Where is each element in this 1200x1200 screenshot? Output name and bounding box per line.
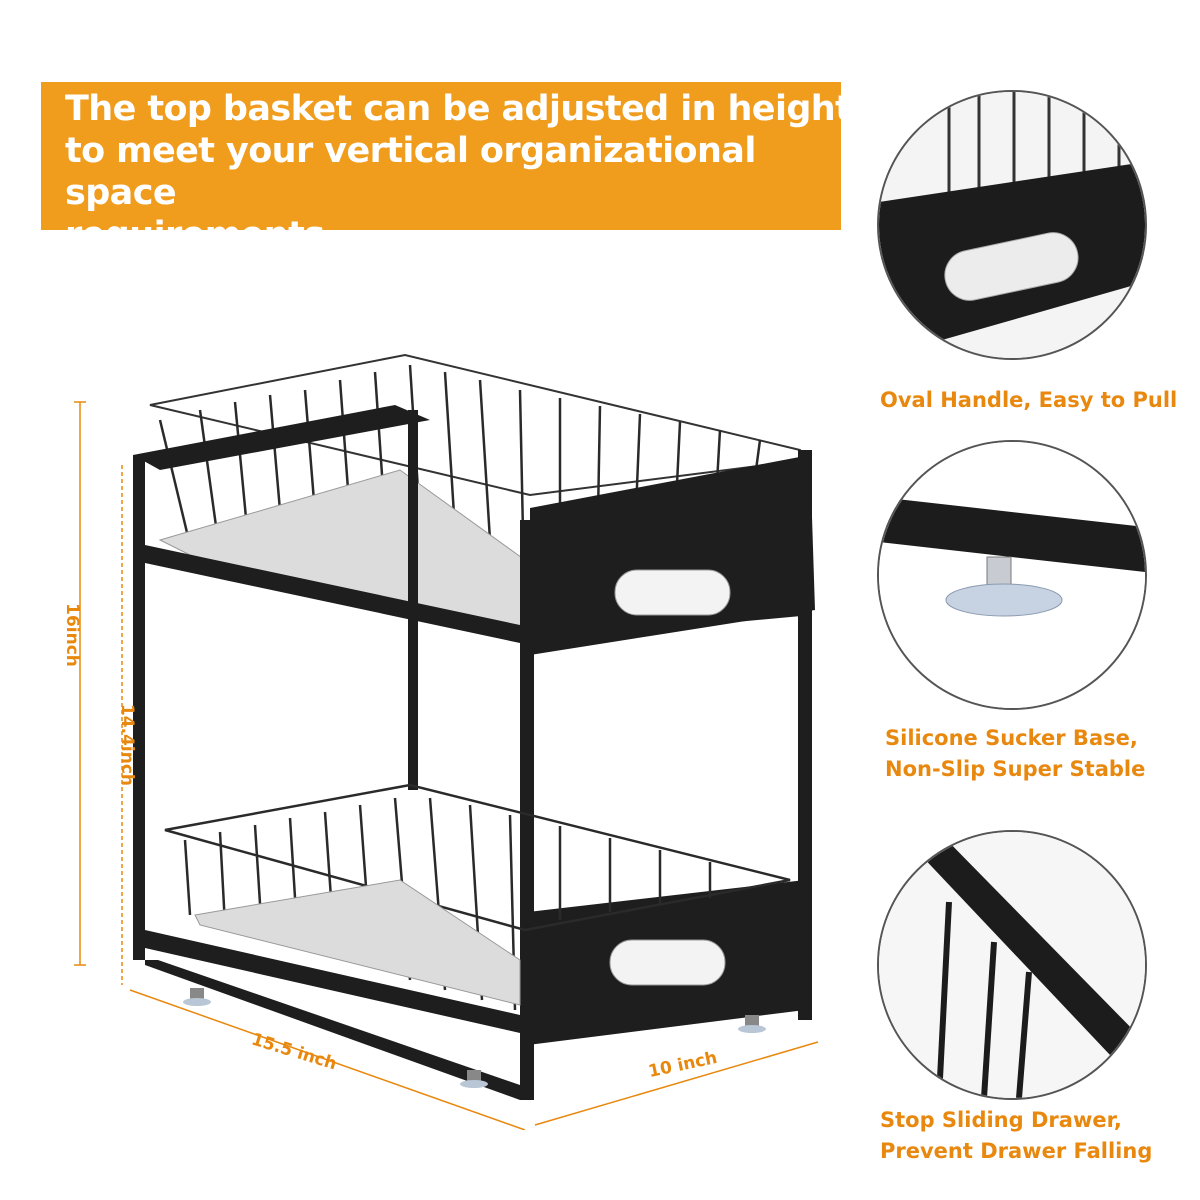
sucker-base-closeup (877, 440, 1147, 710)
sucker-feet (183, 988, 766, 1088)
headline-line-2: to meet your vertical organizational spa… (65, 131, 756, 213)
top-mesh-floor (158, 469, 526, 636)
headline-banner (41, 82, 841, 230)
overall-height-label: 16inch (61, 603, 82, 667)
feature-caption-sucker-base: Silicone Sucker Base, Non-Slip Super Sta… (885, 723, 1145, 785)
feature-caption-oval-handle: Oval Handle, Easy to Pull (880, 385, 1177, 416)
metal-frame (133, 405, 815, 1100)
bottom-handle-cutout (609, 939, 726, 986)
feature-caption-line: Silicone Sucker Base, (885, 726, 1138, 750)
bottom-mesh-floor (194, 879, 521, 1006)
inner-height-label: 14.4inch (117, 703, 138, 787)
headline-line-3: requirements. (65, 215, 338, 255)
feature-caption-line: Non-Slip Super Stable (885, 757, 1146, 781)
dimension-lines (74, 401, 819, 1130)
feature-caption-line: Prevent Drawer Falling (880, 1139, 1153, 1163)
stop-sliding-closeup (877, 830, 1147, 1100)
feature-caption-line: Oval Handle, Easy to Pull (880, 388, 1178, 412)
feature-caption-line: Stop Sliding Drawer, (880, 1108, 1122, 1132)
two-tier-drawer-organizer-image (74, 353, 819, 1130)
headline-line-1: The top basket can be adjusted in height (65, 89, 852, 129)
top-handle-cutout (614, 569, 731, 616)
feature-caption-stop-sliding: Stop Sliding Drawer, Prevent Drawer Fall… (880, 1105, 1152, 1167)
headline-text: The top basket can be adjusted in height… (65, 88, 855, 256)
oval-handle-closeup (877, 90, 1147, 360)
